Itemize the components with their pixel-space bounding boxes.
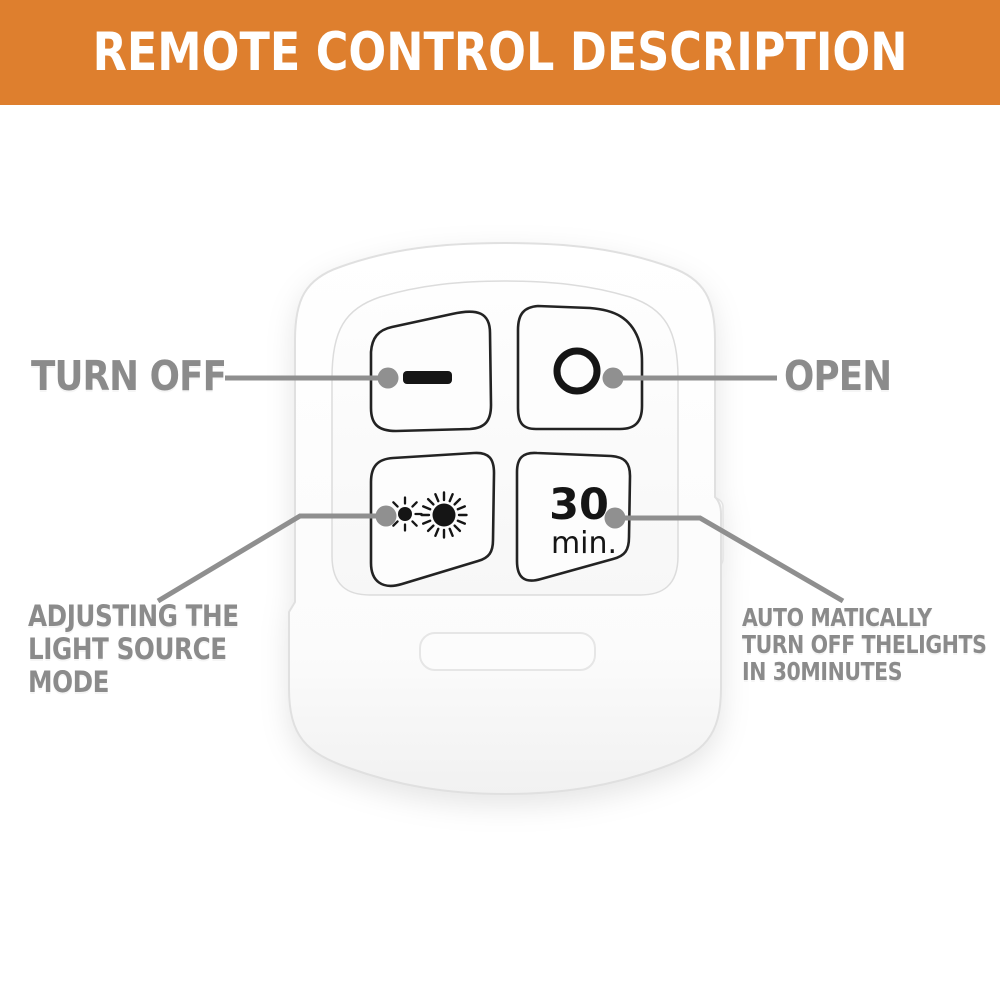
light-mode-label-line3: MODE — [28, 665, 110, 699]
small-sun-icon — [387, 496, 423, 532]
open-callout-dot — [602, 367, 624, 389]
page-title: REMOTE CONTROL DESCRIPTION — [92, 22, 908, 83]
turn-off-callout-dot — [377, 367, 399, 389]
light-mode-label-line1: ADJUSTING THE — [28, 599, 239, 633]
turn-off-button[interactable] — [369, 310, 493, 433]
timer-unit-text: min. — [551, 526, 617, 561]
auto-off-label-line1: AUTO MATICALLY — [742, 603, 932, 632]
open-label: OPEN — [784, 352, 892, 400]
minus-icon — [403, 371, 452, 384]
auto-off-label-line3: IN 30MINUTES — [742, 657, 903, 686]
battery-cover-indent — [419, 632, 596, 671]
large-sun-icon — [420, 491, 468, 539]
light-mode-label-line2: LIGHT SOURCE — [28, 632, 227, 666]
light-mode-label: ADJUSTING THE LIGHT SOURCE MODE — [28, 600, 239, 699]
light-mode-button[interactable] — [369, 451, 496, 588]
circle-icon — [553, 347, 601, 395]
timer-value-text: 30 — [549, 480, 609, 530]
auto-off-label-line2: TURN OFF THELIGHTS — [742, 630, 987, 659]
auto-off-label: AUTO MATICALLY TURN OFF THELIGHTS IN 30M… — [742, 603, 987, 686]
auto-off-callout-line — [615, 515, 845, 604]
light-mode-callout-dot — [375, 505, 397, 527]
open-button[interactable] — [516, 304, 644, 431]
auto-off-callout-dot — [604, 507, 626, 529]
turn-off-label: TURN OFF — [31, 352, 227, 400]
timer-button[interactable]: 30 min. — [515, 451, 632, 582]
title-banner: REMOTE CONTROL DESCRIPTION — [0, 0, 1000, 105]
light-mode-callout-line — [156, 513, 386, 604]
